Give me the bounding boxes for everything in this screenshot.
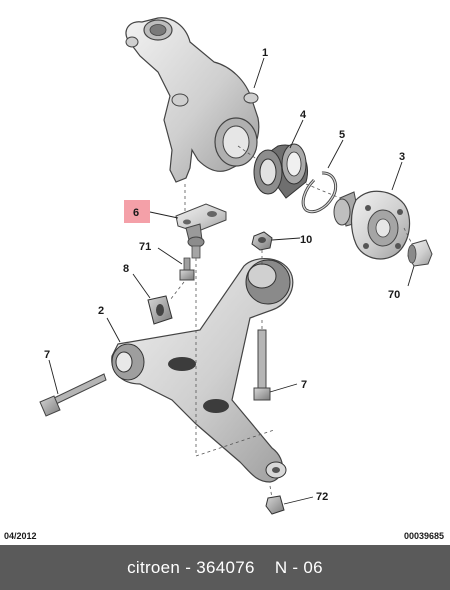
- callout-4: 4: [300, 109, 307, 121]
- leader-lines: [48, 57, 415, 505]
- callout-5: 5: [339, 129, 345, 141]
- nut-part-72: [265, 495, 285, 515]
- callout-6: 6: [133, 207, 139, 219]
- bolt-part-71: [179, 257, 195, 281]
- caption-text: citroen - 364076 N - 06: [127, 557, 323, 577]
- date-code: 04/2012: [4, 531, 37, 541]
- circlip-part: [301, 171, 338, 214]
- lower-control-arm-part: [111, 258, 294, 483]
- callout-2: 2: [98, 305, 104, 317]
- assembly-guide-lines: [169, 145, 413, 499]
- reference-code: 00039685: [403, 531, 444, 541]
- callout-7-left: 7: [44, 349, 50, 361]
- callout-72: 72: [316, 491, 328, 503]
- steering-knuckle-part: [125, 17, 260, 183]
- caption-bar: citroen - 364076 N - 06: [0, 545, 450, 590]
- wheel-bearing-part: [253, 143, 308, 199]
- suspension-exploded-diagram: 1 4 5 3 6 71 10 8 70 2 7 7 72: [39, 17, 433, 515]
- callout-7-right: 7: [301, 379, 307, 391]
- callout-1: 1: [262, 47, 268, 59]
- callout-6-highlight: [124, 200, 150, 223]
- callout-71: 71: [139, 241, 151, 253]
- callout-10: 10: [300, 234, 312, 246]
- callout-8: 8: [123, 263, 129, 275]
- bush-clamp-part: [147, 295, 173, 325]
- hub-nut-part: [407, 239, 433, 267]
- bolt-part-7-right: [253, 329, 271, 401]
- callout-70: 70: [388, 289, 400, 301]
- bolt-part-7-left: [39, 373, 107, 417]
- ball-joint-part: [175, 203, 227, 259]
- wheel-hub-part: [333, 190, 411, 260]
- callout-3: 3: [399, 151, 405, 163]
- nut-part-10: [251, 231, 273, 251]
